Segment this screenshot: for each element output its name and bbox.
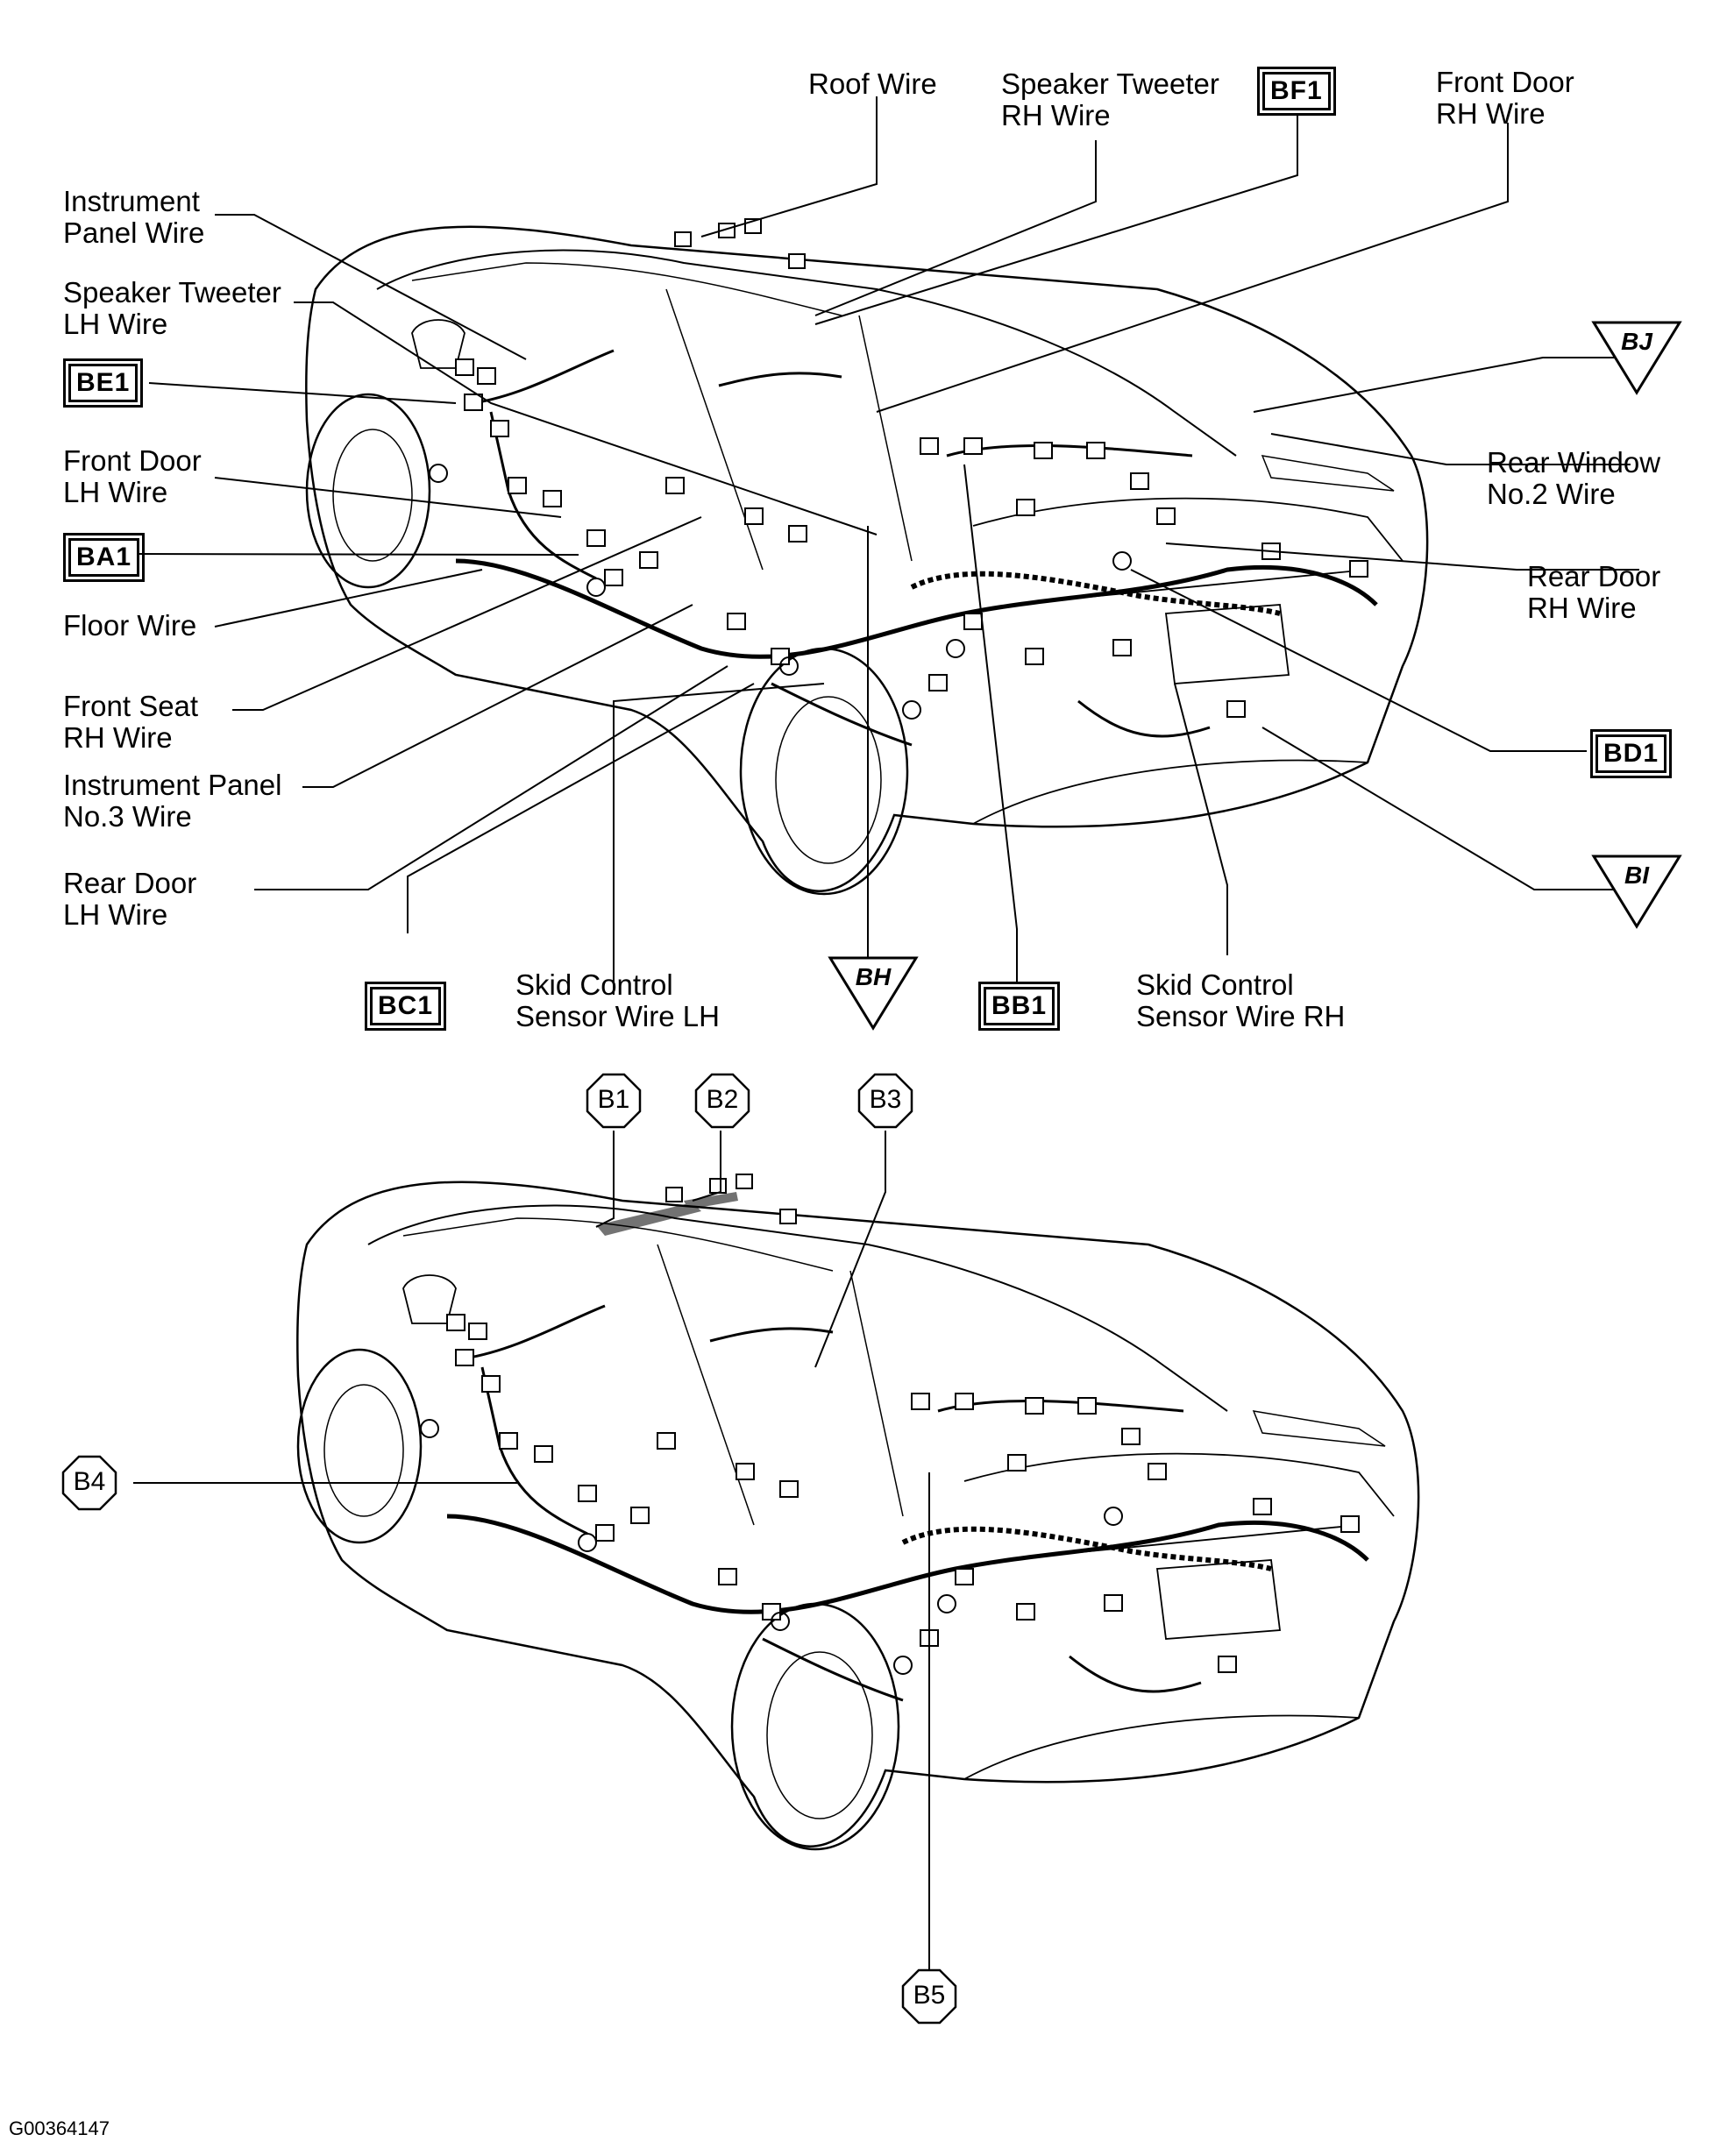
label-line: No.3 Wire	[63, 800, 192, 833]
label-line: Speaker Tweeter	[1001, 67, 1219, 100]
connector-tag-ba1: BA1	[62, 533, 146, 582]
label-line: Skid Control	[515, 968, 673, 1001]
label-line: Rear Door	[1527, 560, 1661, 592]
label-line: RH Wire	[1436, 97, 1546, 130]
label-line: LH Wire	[63, 308, 168, 340]
label-line: RH Wire	[1527, 592, 1637, 624]
point-b4: B4	[61, 1455, 117, 1511]
ground-point-bi: BI	[1595, 856, 1679, 926]
label-line: Front Door	[63, 444, 202, 477]
point-b2: B2	[694, 1073, 750, 1129]
label-line: Rear Door	[63, 867, 197, 899]
point-b1-label: B1	[597, 1085, 630, 1114]
label-line: Instrument Panel	[63, 769, 282, 801]
point-b1: B1	[586, 1073, 642, 1129]
label-line: Skid Control	[1136, 968, 1294, 1001]
label-line: LH Wire	[63, 898, 168, 931]
point-b2-label: B2	[706, 1085, 739, 1114]
ground-point-bi-label: BI	[1624, 862, 1649, 889]
label-line: Speaker Tweeter	[63, 276, 281, 309]
label-roof-wire-text: Roof Wire	[808, 67, 937, 100]
label-floor-wire: Floor Wire	[63, 610, 196, 642]
point-b4-label: B4	[73, 1467, 106, 1496]
point-b5-label: B5	[913, 1981, 946, 2010]
connector-tag-bf1: BF1	[1257, 67, 1336, 116]
label-roof-wire: Roof Wire	[808, 68, 937, 100]
point-b3-label: B3	[869, 1085, 902, 1114]
connector-tag-bc1: BC1	[364, 982, 447, 1031]
ground-point-bj: BJ	[1595, 323, 1679, 393]
ground-point-bh-label: BH	[855, 963, 892, 990]
label-line: Front Seat	[63, 690, 199, 722]
ground-point-bh: BH	[831, 958, 915, 1028]
label-line: No.2 Wire	[1487, 478, 1616, 510]
label-line: Sensor Wire LH	[515, 1000, 720, 1032]
point-b3: B3	[857, 1073, 913, 1129]
label-line: LH Wire	[63, 476, 168, 508]
label-line: Instrument	[63, 185, 200, 217]
figure-id: G00364147	[9, 2117, 110, 2139]
label-line: Panel Wire	[63, 216, 205, 249]
connector-tag-bd1: BD1	[1589, 729, 1673, 778]
label-line: RH Wire	[63, 721, 173, 754]
ground-point-bj-label: BJ	[1621, 328, 1652, 355]
label-line: Floor Wire	[63, 609, 197, 642]
label-line: RH Wire	[1001, 99, 1111, 131]
label-line: Sensor Wire RH	[1136, 1000, 1346, 1032]
connector-tag-be1: BE1	[62, 358, 144, 408]
point-b5: B5	[901, 1968, 957, 2025]
connector-tag-bb1: BB1	[977, 982, 1061, 1031]
label-line: Rear Window	[1487, 446, 1661, 479]
label-line: Front Door	[1436, 66, 1574, 98]
